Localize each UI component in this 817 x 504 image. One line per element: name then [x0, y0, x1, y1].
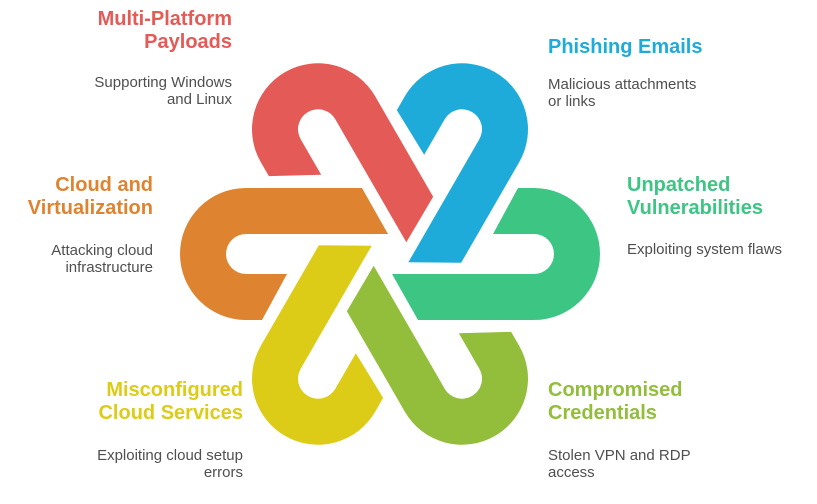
item-description: Attacking cloud infrastructure	[0, 242, 153, 276]
item-description-line: or links	[548, 93, 596, 110]
item-title: Compromised Credentials	[548, 379, 788, 425]
item-description: Malicious attachments or links	[548, 76, 788, 110]
item-description: Stolen VPN and RDP access	[548, 447, 788, 481]
item-title-line: Payloads	[144, 31, 232, 53]
item-title: Unpatched Vulnerabilities	[627, 174, 817, 220]
knot-petals	[180, 63, 600, 445]
item-description-line: Stolen VPN and RDP	[548, 447, 691, 464]
item-description-line: Exploiting system flaws	[627, 241, 783, 258]
petal-unpatched-vulnerabilities	[392, 188, 600, 320]
item-title: Phishing Emails	[548, 36, 788, 59]
item-description-line: access	[548, 464, 595, 481]
item-title: Multi-Platform Payloads	[0, 8, 232, 54]
item-description: Supporting Windows and Linux	[0, 74, 232, 108]
item-description-line: Attacking cloud	[51, 242, 153, 259]
item-title: Cloud and Virtualization	[0, 174, 153, 220]
item-description-line: Malicious attachments	[548, 76, 697, 93]
petal-compromised-credentials	[346, 265, 528, 445]
item-title-line: Multi-Platform	[97, 8, 232, 30]
item-description-line: and Linux	[166, 91, 232, 108]
item-description-line: errors	[203, 464, 243, 481]
item-description-line: infrastructure	[65, 259, 153, 276]
item-title-line: Cloud and	[55, 174, 153, 196]
item-description-line: Exploiting cloud setup	[97, 447, 243, 464]
item-description: Exploiting cloud setup errors	[3, 447, 243, 481]
petal-phishing-emails	[396, 63, 528, 263]
petal-misconfigured-cloud-services	[252, 245, 384, 445]
item-title-line: Compromised	[548, 379, 683, 401]
item-title-line: Phishing Emails	[548, 36, 703, 58]
item-title-line: Vulnerabilities	[627, 197, 763, 219]
item-title-line: Virtualization	[27, 197, 153, 219]
item-description-line: Supporting Windows	[94, 74, 232, 91]
item-title-line: Cloud Services	[98, 402, 243, 424]
item-title-line: Unpatched	[627, 174, 731, 196]
petal-cloud-and-virtualization	[180, 188, 388, 320]
item-description: Exploiting system flaws	[627, 241, 817, 258]
petal-multi-platform-payloads	[252, 63, 434, 243]
item-title-line: Credentials	[548, 402, 657, 424]
item-title-line: Misconfigured	[106, 379, 243, 401]
item-title: Misconfigured Cloud Services	[3, 379, 243, 425]
